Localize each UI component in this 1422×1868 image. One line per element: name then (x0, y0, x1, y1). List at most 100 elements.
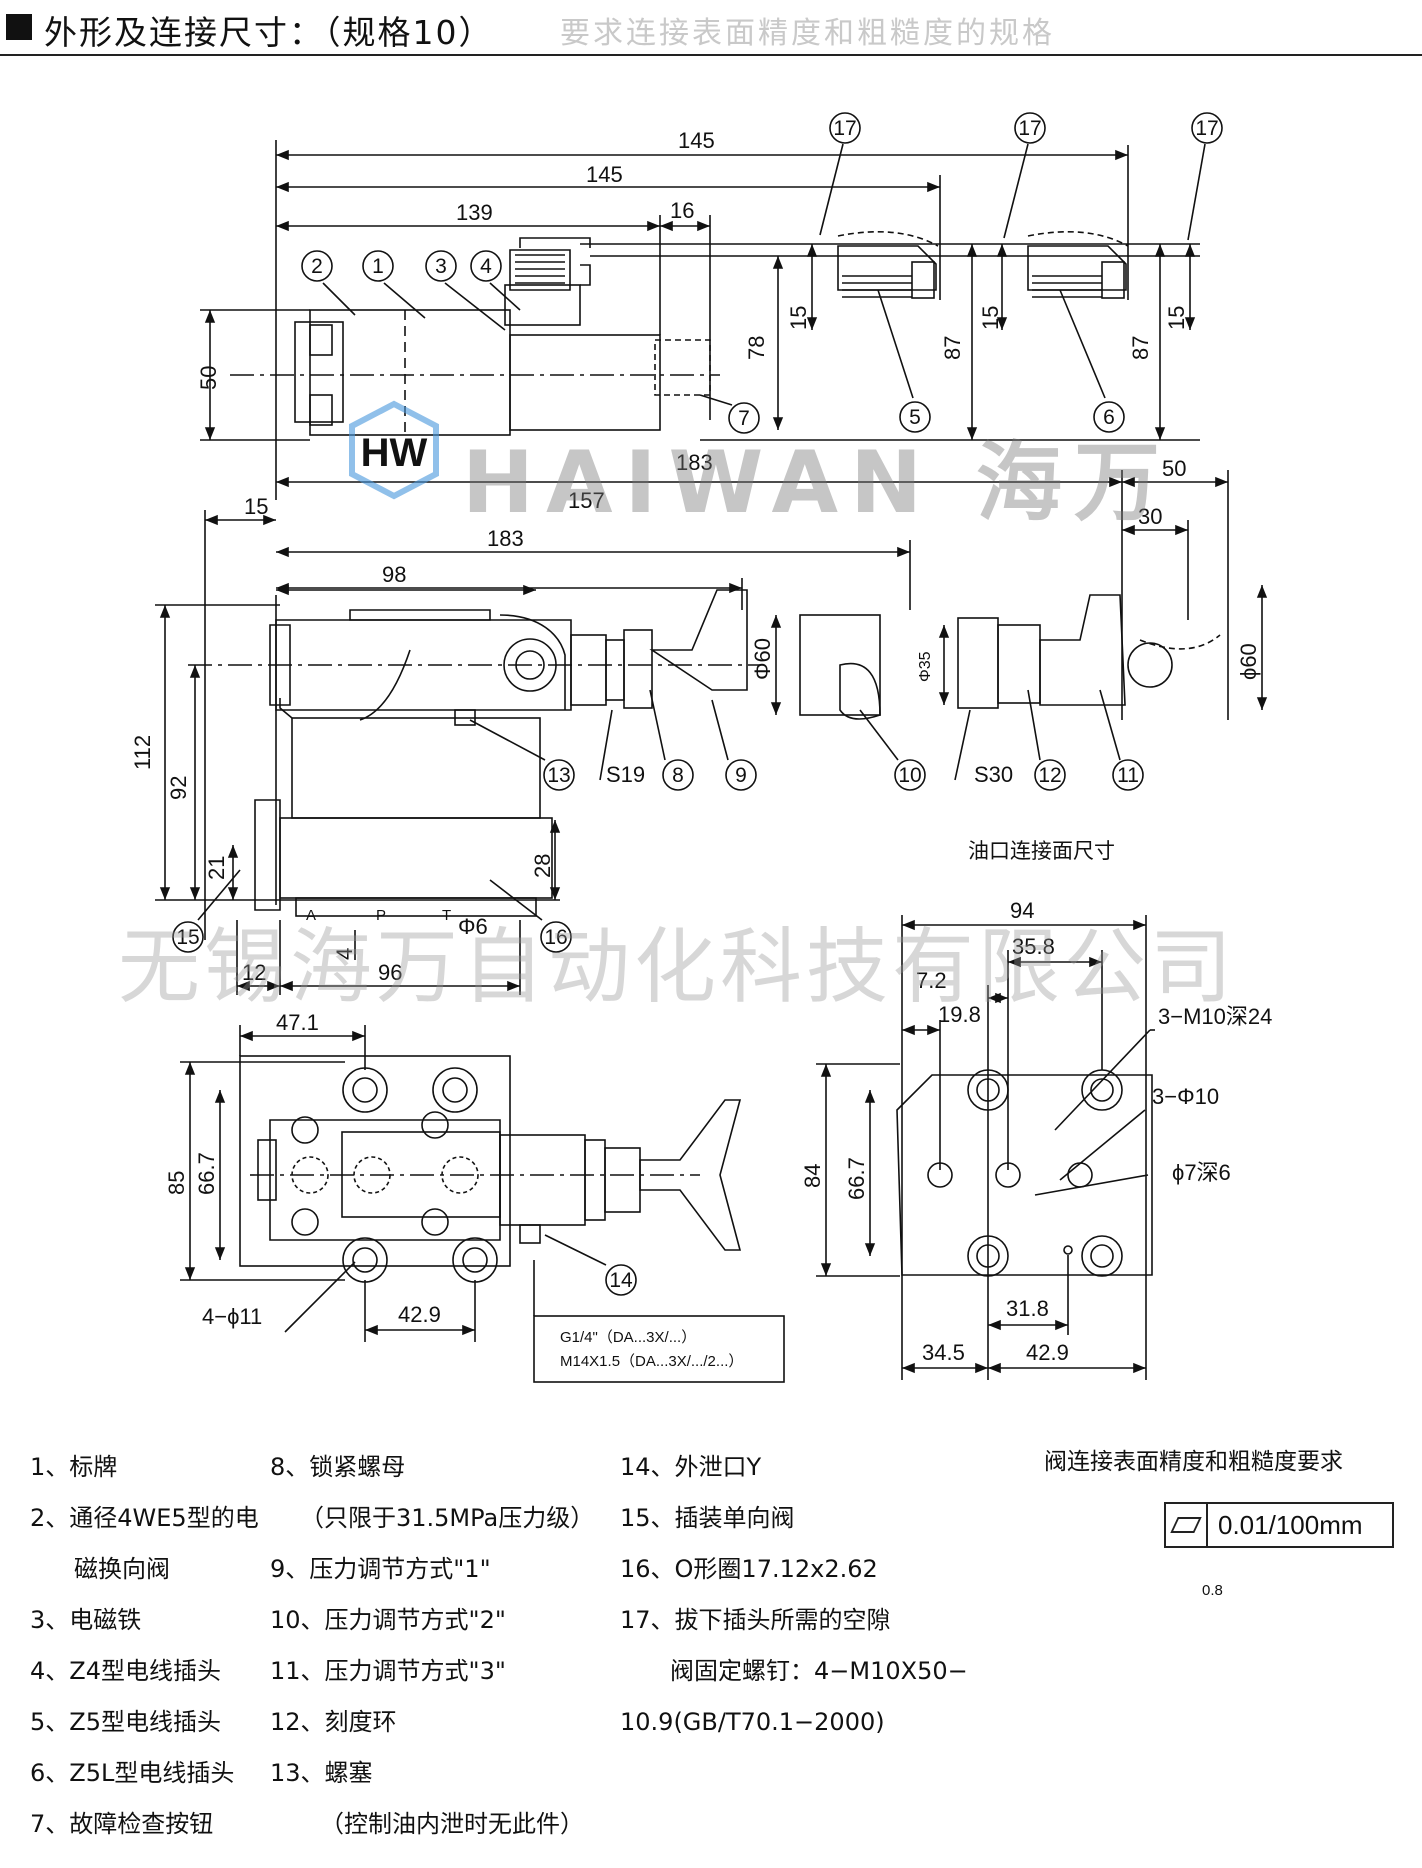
dim-3-phi10: 3−Φ10 (1152, 1084, 1219, 1109)
dim-phi35: Φ35 (917, 651, 934, 682)
dim-87-a: 87 (940, 336, 965, 360)
legend-column-1: 1、标牌 2、通径4WE5型的电 磁换向阀 3、电磁铁 4、Z4型电线插头 5、… (30, 1442, 259, 1850)
legend-item: 12、刻度环 (270, 1708, 397, 1736)
dim-35-8: 35.8 (1012, 934, 1055, 959)
callout-12: 12 (1034, 759, 1066, 791)
legend-item: 1、标牌 (30, 1453, 118, 1481)
port-face-dimensions (816, 915, 1155, 1380)
callout-9: 9 (725, 759, 757, 791)
svg-text:13: 13 (547, 764, 570, 787)
svg-text:5: 5 (909, 406, 921, 429)
svg-text:3: 3 (435, 255, 447, 278)
legend-item: （只限于31.5MPa压力级） (300, 1504, 595, 1532)
dim-15-b: 15 (978, 306, 1003, 330)
svg-text:8: 8 (672, 764, 684, 787)
dim-183-b: 183 (487, 526, 524, 551)
dim-4: 4 (332, 948, 357, 960)
z5-plug (837, 230, 939, 299)
svg-text:17: 17 (1018, 117, 1041, 140)
dim-66-7-b: 66.7 (844, 1157, 869, 1200)
legend-item: 阀固定螺钉：4−M10X50− (670, 1657, 968, 1685)
legend-item: 10、压力调节方式"2" (270, 1606, 506, 1634)
flatness-tolerance-frame: 0.01/100mm (1164, 1502, 1394, 1548)
roughness-title: 阀连接表面精度和粗糙度要求 (1044, 1449, 1343, 1475)
dim-87-b: 87 (1128, 336, 1153, 360)
svg-text:4: 4 (480, 255, 492, 278)
dim-4-phi-11: 4−ϕ11 (202, 1304, 262, 1329)
callout-14: 14 (605, 1264, 637, 1296)
svg-text:2: 2 (311, 255, 323, 278)
dim-145-a: 145 (678, 128, 715, 153)
ghost-text: 要求连接表面精度和粗糙度的规格 (560, 16, 1055, 51)
dim-phi60-b: ϕ60 (1236, 643, 1261, 680)
dim-92: 92 (166, 776, 191, 800)
dim-98: 98 (382, 562, 406, 587)
dim-50-b: 50 (1162, 456, 1186, 481)
dim-15-d: 15 (244, 494, 268, 519)
flatness-symbol-cell (1166, 1504, 1208, 1546)
svg-text:17: 17 (1195, 117, 1218, 140)
valve-side-view (188, 589, 1221, 917)
section-title: 外形及连接尺寸：（规格10） (44, 13, 494, 52)
dim-3-m10: 3−M10深24 (1158, 1004, 1272, 1029)
callout-1: 1 (362, 250, 394, 282)
callout-10: 10 (894, 759, 926, 791)
dim-42-9-b: 42.9 (1026, 1340, 1069, 1365)
logo-text: HW (361, 431, 428, 475)
callout-17-c: 17 (1191, 112, 1223, 144)
dim-157: 157 (568, 488, 605, 513)
legend-item: 11、压力调节方式"3" (270, 1657, 506, 1685)
callout-17-b: 17 (1014, 112, 1046, 144)
dim-84: 84 (800, 1164, 825, 1188)
svg-text:1: 1 (372, 255, 384, 278)
dim-50-a: 50 (196, 366, 221, 390)
legend-item: 9、压力调节方式"1" (270, 1555, 491, 1583)
callout-circles: 1 2 3 4 5 6 7 8 9 10 11 12 13 14 15 16 1… (172, 112, 1223, 1296)
svg-text:7: 7 (738, 407, 750, 430)
port-face-label: 油口连接面尺寸 (968, 839, 1115, 863)
flatness-value: 0.01/100mm (1218, 1510, 1363, 1540)
callout-11: 11 (1112, 759, 1144, 791)
dim-21: 21 (204, 856, 229, 880)
callout-7: 7 (728, 402, 760, 434)
port-t-label: T (442, 907, 451, 924)
dim-139: 139 (456, 200, 493, 225)
legend-column-3: 14、外泄口Y 15、插装单向阀 16、O形圈17.12x2.62 17、拔下插… (620, 1442, 968, 1748)
thread-spec-2: M14X1.5（DA...3X/.../2...） (560, 1353, 743, 1370)
dim-34-5: 34.5 (922, 1340, 965, 1365)
section-header: 外形及连接尺寸：（规格10） 要求连接表面精度和粗糙度的规格 (0, 0, 1422, 56)
callout-16: 16 (540, 921, 572, 953)
brand-watermark: HAIWAN 海万 (462, 433, 1172, 533)
thread-spec-1: G1/4"（DA...3X/...） (560, 1329, 696, 1346)
dim-31-8: 31.8 (1006, 1296, 1049, 1321)
callout-2: 2 (301, 250, 333, 282)
dim-96: 96 (378, 960, 402, 985)
valve-bottom-view (239, 1055, 742, 1283)
dimension-labels: 145 145 139 16 15 15 15 87 87 78 50 183 … (130, 128, 1272, 1370)
roughness-value: 0.8 (1202, 1582, 1223, 1599)
dim-19-8: 19.8 (938, 1002, 981, 1027)
legend-item: 10.9(GB/T70.1−2000) (620, 1708, 885, 1736)
legend-item: 14、外泄口Y (620, 1453, 762, 1481)
legend-item: 3、电磁铁 (30, 1606, 142, 1634)
legend-item: 8、锁紧螺母 (270, 1453, 406, 1481)
top-view-dimensions (200, 140, 1229, 720)
bottom-view-dimensions (180, 1025, 785, 1383)
legend-column-2: 8、锁紧螺母 （只限于31.5MPa压力级） 9、压力调节方式"1" 10、压力… (270, 1442, 594, 1850)
legend-item: 16、O形圈17.12x2.62 (620, 1555, 878, 1583)
dim-28: 28 (530, 854, 555, 878)
dim-7-2: 7.2 (916, 968, 947, 993)
legend-item: 17、拔下插头所需的空隙 (620, 1606, 891, 1634)
dim-78: 78 (744, 336, 769, 360)
dim-s30: S30 (974, 762, 1013, 787)
dim-phi7: ϕ7深6 (1172, 1160, 1231, 1185)
svg-text:11: 11 (1117, 764, 1139, 787)
legend-item: 5、Z5型电线插头 (30, 1708, 221, 1736)
haiwan-logo-icon: HW (349, 400, 439, 500)
port-face-view (896, 1069, 1153, 1277)
legend-item: （控制油内泄时无此件） (320, 1810, 584, 1838)
callout-15: 15 (172, 921, 204, 953)
dim-15-c: 15 (1164, 306, 1189, 330)
callout-8: 8 (662, 759, 694, 791)
dim-12: 12 (242, 960, 266, 985)
